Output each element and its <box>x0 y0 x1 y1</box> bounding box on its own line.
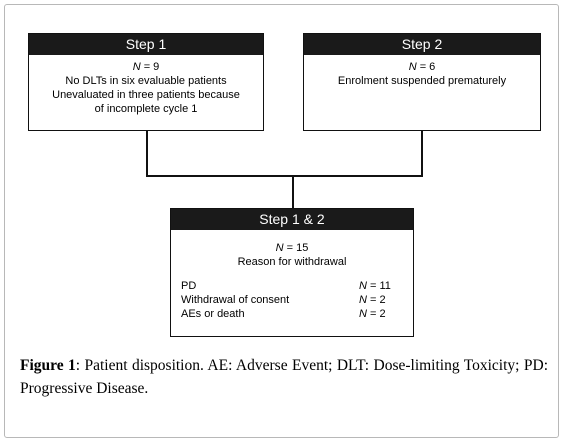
withdrawal-row-label: Withdrawal of consent <box>181 294 290 306</box>
withdrawal-table: PD N = 11 Withdrawal of consent N = 2 AE… <box>171 279 413 321</box>
combined-title: Step 1 & 2 <box>171 209 413 230</box>
withdrawal-row-number: = 2 <box>366 308 386 320</box>
withdrawal-row: PD N = 11 <box>181 279 413 293</box>
figure-frame <box>4 4 559 438</box>
step2-n: N = 6 <box>304 60 540 74</box>
withdrawal-row: Withdrawal of consent N = 2 <box>181 293 413 307</box>
caption-text: : Patient disposition. AE: Adverse Event… <box>20 357 548 397</box>
step1-line-1: No DLTs in six evaluable patients <box>65 75 227 87</box>
caption-label: Figure 1 <box>20 357 76 374</box>
step1-line-2: Unevaluated in three patients because <box>52 89 240 101</box>
withdrawal-row-label: PD <box>181 280 197 292</box>
step2-title: Step 2 <box>304 34 540 55</box>
withdrawal-row-label: AEs or death <box>181 308 245 320</box>
step1-box: Step 1 N = 9 No DLTs in six evaluable pa… <box>28 33 264 131</box>
combined-body: N = 15 Reason for withdrawal PD N = 11 W… <box>171 230 413 321</box>
step2-line-1: Enrolment suspended prematurely <box>337 75 507 87</box>
withdrawal-row-number: = 11 <box>366 280 391 292</box>
withdrawal-row: AEs or death N = 2 <box>181 307 413 321</box>
connector-step2-down <box>421 131 423 176</box>
combined-reason: Reason for withdrawal <box>237 256 347 268</box>
step1-n-value: = 9 <box>140 61 160 73</box>
connector-horizontal <box>146 175 423 177</box>
withdrawal-row-number: = 2 <box>366 294 386 306</box>
withdrawal-row-value: N = 2 <box>359 307 386 321</box>
withdrawal-row-value: N = 2 <box>359 293 386 307</box>
step1-body: N = 9 No DLTs in six evaluable patients … <box>29 55 263 116</box>
connector-combined-down <box>292 175 294 209</box>
withdrawal-row-var: N <box>359 294 367 306</box>
withdrawal-row-value: N = 11 <box>359 279 391 293</box>
step1-line-3: of incomplete cycle 1 <box>94 103 198 115</box>
step1-title: Step 1 <box>29 34 263 55</box>
step2-body: N = 6 Enrolment suspended prematurely <box>304 55 540 88</box>
combined-box: Step 1 & 2 N = 15 Reason for withdrawal … <box>170 208 414 337</box>
step1-n: N = 9 <box>29 60 263 74</box>
combined-n-var: N <box>275 242 284 254</box>
combined-n: N = 15 <box>171 241 413 255</box>
step2-box: Step 2 N = 6 Enrolment suspended prematu… <box>303 33 541 131</box>
step2-n-value: = 6 <box>416 61 436 73</box>
combined-n-value: = 15 <box>283 242 309 254</box>
connector-step1-down <box>146 131 148 176</box>
step2-n-var: N <box>408 61 417 73</box>
withdrawal-row-var: N <box>359 280 367 292</box>
step1-n-var: N <box>132 61 141 73</box>
withdrawal-row-var: N <box>359 308 367 320</box>
figure-caption: Figure 1: Patient disposition. AE: Adver… <box>20 354 548 400</box>
